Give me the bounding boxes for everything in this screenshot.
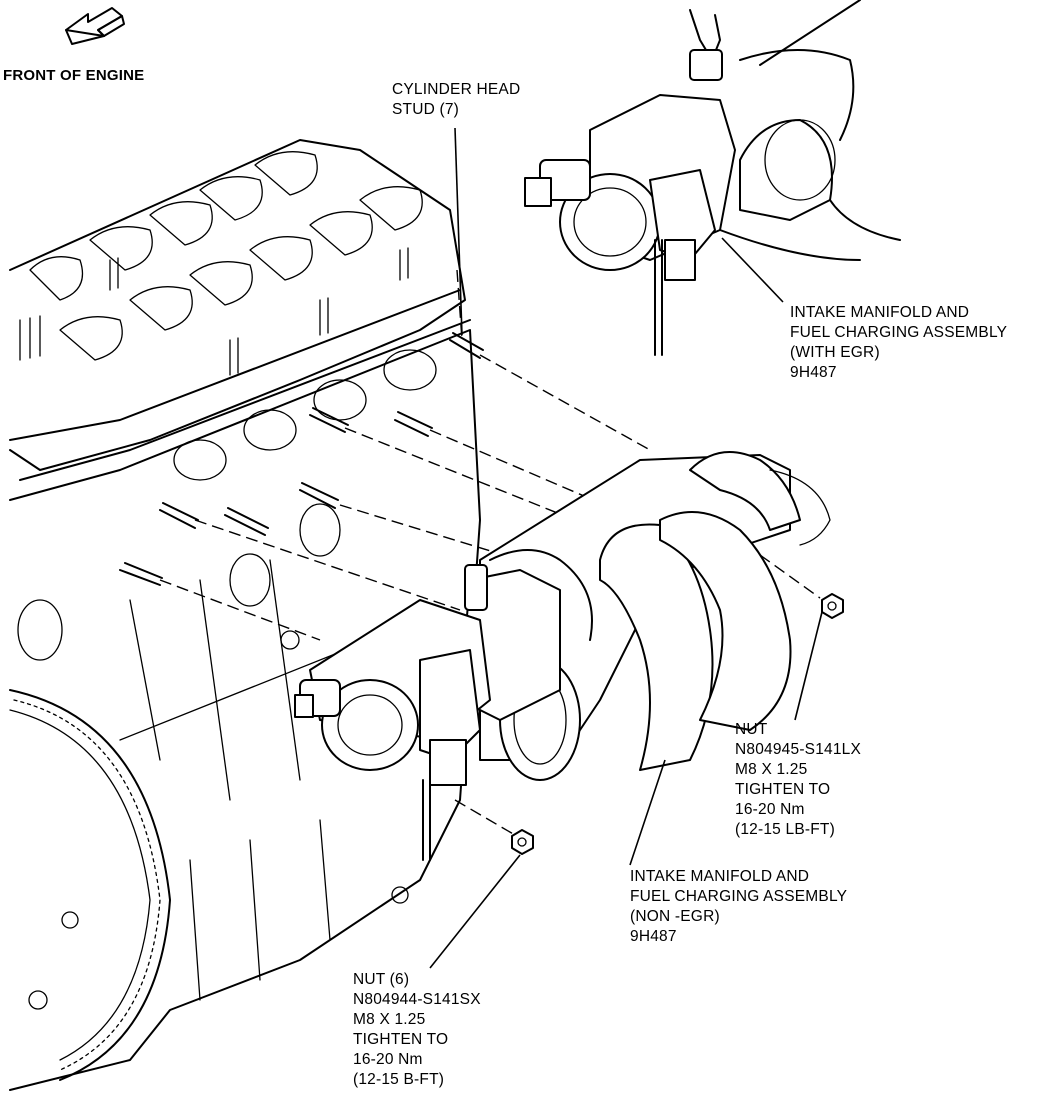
manifold-with-egr-label: INTAKE MANIFOLD AND FUEL CHARGING ASSEMB… xyxy=(790,303,1007,383)
manifold-with-egr-drawing xyxy=(524,0,901,356)
label-line: NUT xyxy=(735,721,768,738)
nut-upper-label: NUT N804945-S141LX M8 X 1.25 TIGHTEN TO … xyxy=(735,720,861,840)
nut-lower-icon xyxy=(511,829,534,855)
label-line: M8 X 1.25 xyxy=(353,1011,426,1028)
manifold-non-egr-label: INTAKE MANIFOLD AND FUEL CHARGING ASSEMB… xyxy=(630,867,847,947)
label-line: 9H487 xyxy=(790,364,837,381)
label-line: M8 X 1.25 xyxy=(735,761,808,778)
label-line: (12-15 B-FT) xyxy=(353,1071,445,1088)
label-line: 16-20 Nm xyxy=(735,801,805,818)
label-line: TIGHTEN TO xyxy=(353,1031,449,1048)
label-line: TIGHTEN TO xyxy=(735,781,831,798)
label-line: INTAKE MANIFOLD AND xyxy=(790,304,970,321)
label-line: CYLINDER HEAD xyxy=(392,81,521,98)
flywheel xyxy=(9,689,171,1081)
label-line: (12-15 LB-FT) xyxy=(735,821,835,838)
cylinder-head-studs xyxy=(119,332,484,586)
intake-ports xyxy=(17,349,437,661)
engine-block xyxy=(9,139,481,1091)
label-line: 9H487 xyxy=(630,928,677,945)
rocker-arms xyxy=(29,151,423,361)
cylinder-head-stud-label: CYLINDER HEAD STUD (7) xyxy=(392,80,520,120)
nut-lower-label: NUT (6) N804944-S141SX M8 X 1.25 TIGHTEN… xyxy=(353,970,481,1090)
label-line: INTAKE MANIFOLD AND xyxy=(630,868,810,885)
label-line: STUD (7) xyxy=(392,101,460,118)
leader-lines xyxy=(429,127,823,969)
valve-springs xyxy=(19,247,409,376)
label-line: N804945-S141LX xyxy=(735,741,862,758)
label-line: N804944-S141SX xyxy=(353,991,481,1008)
nut-upper-icon xyxy=(821,593,844,619)
label-line: 16-20 Nm xyxy=(353,1051,423,1068)
front-arrow-icon xyxy=(65,7,125,45)
label-line: FUEL CHARGING ASSEMBLY xyxy=(790,324,1008,341)
front-of-engine-label: FRONT OF ENGINE xyxy=(3,67,145,84)
label-line: (WITH EGR) xyxy=(790,344,880,361)
label-line: FUEL CHARGING ASSEMBLY xyxy=(630,888,848,905)
manifold-non-egr-drawing xyxy=(294,451,831,861)
label-line: NUT (6) xyxy=(353,971,410,988)
label-line: (NON -EGR) xyxy=(630,908,720,925)
